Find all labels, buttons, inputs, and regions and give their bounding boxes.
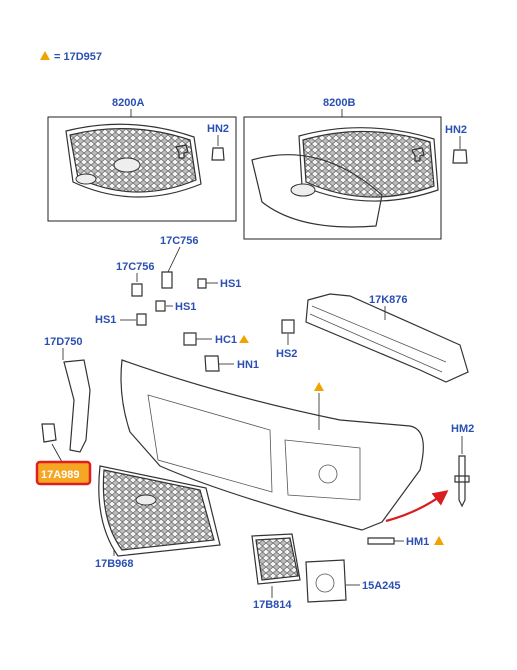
screw-hs2-icon	[281, 319, 295, 334]
callout-box-8200b	[243, 116, 442, 240]
lower-grille-frame	[98, 465, 221, 557]
bracket-17c756-icon	[161, 271, 173, 289]
label-hm1[interactable]: HM1	[406, 536, 429, 548]
fog-lamp-hole	[318, 464, 338, 484]
label-hm2[interactable]: HM2	[451, 423, 474, 435]
warning-triangle-icon	[239, 335, 249, 343]
grille-8200a-group: 8200A	[47, 97, 237, 222]
callout-box-8200a	[47, 116, 237, 222]
clip-icon	[411, 147, 425, 162]
label-hs1-left[interactable]: HS1	[95, 314, 116, 326]
license-plate-recess	[147, 394, 273, 493]
ford-emblem-icon	[135, 494, 157, 506]
clip-icon	[175, 144, 189, 159]
front-bumper-cover	[120, 359, 424, 531]
bracket-17c756-icon	[131, 283, 143, 297]
label-hs1-mid[interactable]: HS1	[175, 301, 196, 313]
label-17c756-mid[interactable]: 17C756	[116, 261, 155, 273]
grille-frame	[298, 127, 439, 202]
label-17b968[interactable]: 17B968	[95, 558, 134, 570]
nut-hn1-icon	[204, 355, 220, 372]
leader-line	[167, 246, 181, 273]
label-17k876[interactable]: 17K876	[369, 294, 408, 306]
screw-hs1-icon	[197, 278, 207, 289]
fog-lamp-opening	[284, 439, 361, 501]
nut-hn2-left-icon	[211, 147, 225, 161]
leader-line	[51, 443, 63, 463]
screw-head	[454, 475, 470, 483]
grille-8200b-group: 8200B	[243, 97, 442, 240]
red-arrow-icon	[385, 490, 449, 523]
label-8200a[interactable]: 8200A	[112, 97, 144, 109]
ford-emblem-icon	[290, 183, 316, 197]
screw-hs1-icon	[155, 300, 166, 312]
fog-lamp-grille-frame	[251, 533, 301, 585]
lower-grille	[102, 469, 215, 551]
fog-lamp-bezel-15a245	[305, 559, 347, 603]
label-17c756-top[interactable]: 17C756	[160, 235, 199, 247]
clip-hc1-icon	[183, 332, 197, 346]
highlight-box-17a989[interactable]	[35, 460, 92, 486]
grille-frame	[65, 123, 202, 198]
fog-lamp-grille-17b814	[255, 537, 299, 581]
warning-triangle-icon	[40, 51, 50, 60]
bumper-side-bracket	[63, 359, 91, 453]
warning-triangle-icon	[434, 536, 444, 545]
retainer-17a989-icon	[41, 423, 57, 443]
bumper-reinforcement-beam	[305, 293, 469, 383]
grille-surround-ring	[251, 154, 383, 228]
label-hs1-right[interactable]: HS1	[220, 278, 241, 290]
legend: = 17D957	[40, 51, 102, 63]
label-17a989[interactable]: 17A989	[41, 469, 80, 481]
ford-emblem-icon	[75, 173, 97, 185]
screw-hm2-icon	[458, 455, 466, 508]
fog-lamp-ring	[315, 573, 335, 593]
beam-detail	[309, 305, 447, 373]
label-15a245[interactable]: 15A245	[362, 580, 401, 592]
screw-hm1-icon	[367, 537, 395, 545]
screw-hs1-icon	[136, 313, 147, 326]
front-grille-8200b	[302, 130, 435, 198]
label-17b814[interactable]: 17B814	[253, 599, 292, 611]
label-8200b[interactable]: 8200B	[323, 97, 355, 109]
ford-badge-icon	[113, 157, 141, 173]
label-hn1[interactable]: HN1	[237, 359, 259, 371]
label-hn2-right[interactable]: HN2	[445, 124, 467, 136]
label-17d750[interactable]: 17D750	[44, 336, 83, 348]
legend-text: = 17D957	[54, 51, 102, 63]
nut-hn2-right-icon	[452, 149, 468, 164]
label-hc1[interactable]: HC1	[215, 334, 237, 346]
label-hs2[interactable]: HS2	[276, 348, 297, 360]
warning-triangle-icon	[314, 382, 324, 391]
label-hn2-left[interactable]: HN2	[207, 123, 229, 135]
